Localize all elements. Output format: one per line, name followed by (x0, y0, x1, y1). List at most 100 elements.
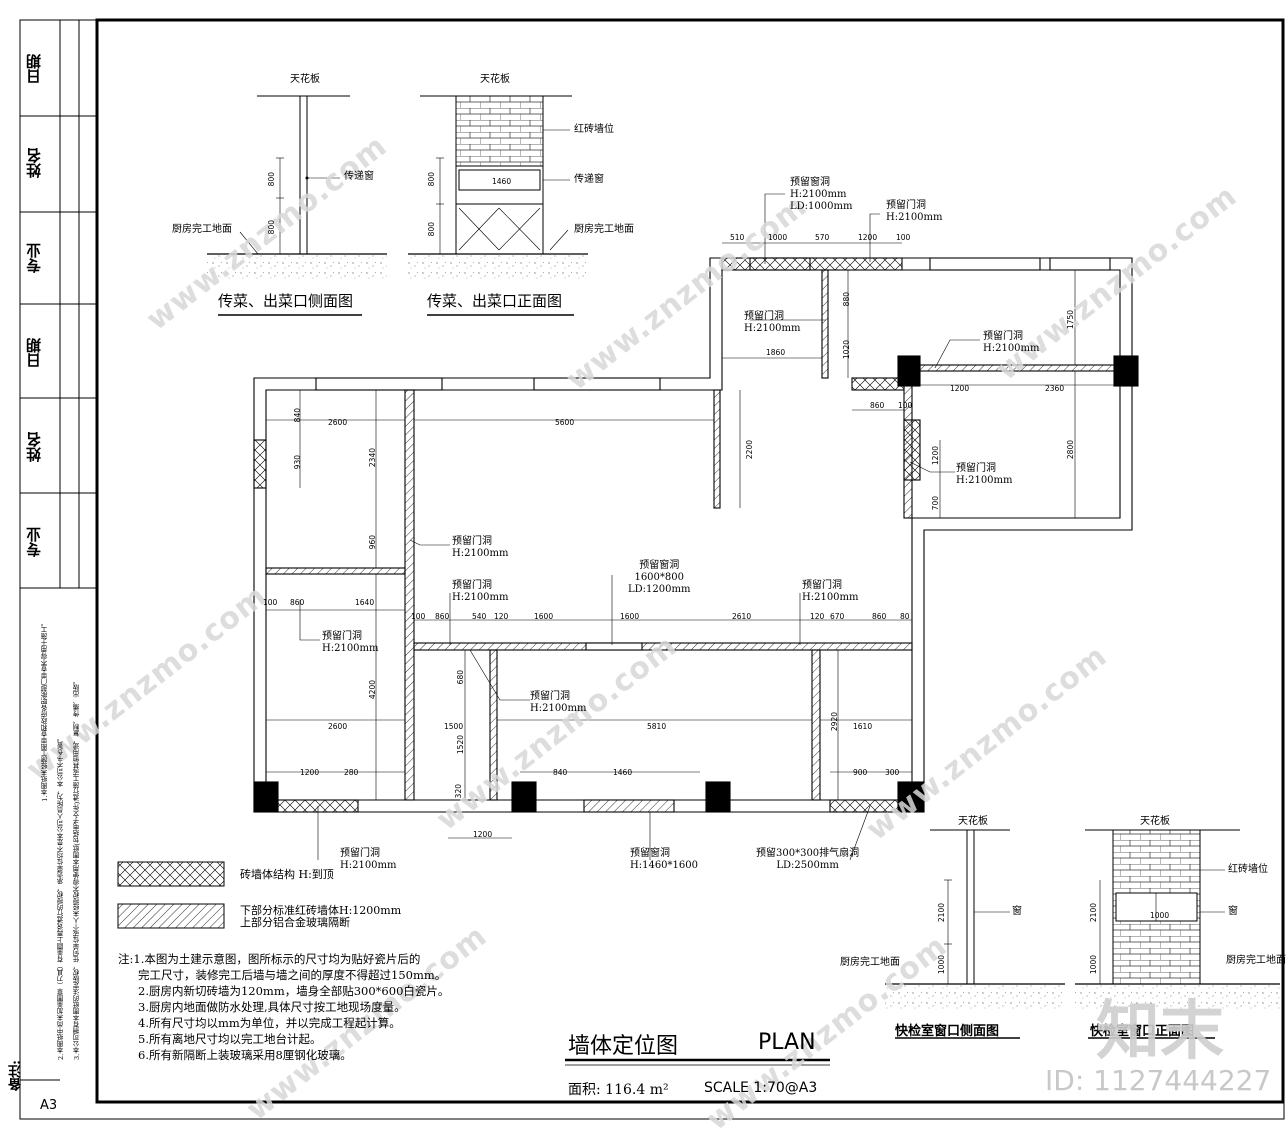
dimension-lines (266, 242, 1120, 839)
front-brick-label: 红砖墙位 (574, 124, 614, 135)
qc-front-floor-label: 厨房完工地面 (1226, 955, 1286, 966)
dimension-value: 2920 (830, 712, 839, 732)
floor-plan (253, 257, 1139, 813)
drawing-plan-label: PLAN (758, 1030, 816, 1055)
title-cell-major: 专业 (25, 243, 43, 273)
dimension-value: 1200 (858, 233, 878, 242)
qc-side-window-label: 窗 (1012, 906, 1022, 917)
qc-side-ceiling-label: 天花板 (958, 816, 988, 827)
dimension-value: 80 (900, 612, 910, 621)
dimension-value: 880 (842, 292, 851, 307)
qc-front-brick-label: 红砖墙位 (1228, 864, 1268, 875)
dimension-value: 320 (454, 784, 463, 799)
legend-brick-swatch (117, 861, 225, 887)
remarks-text: 2.本图纸中尚未加盖图章（刀具）有盖圆上再说进行的授权，承造单位均不是本公司人员… (57, 735, 65, 1060)
dimension-value: 120 (810, 612, 825, 621)
note-line: 完工尺寸，装修完工后墙与墙之间的厚度不得超过150mm。 (138, 968, 447, 982)
dimension-value: 2360 (1045, 384, 1065, 393)
dimension-value: 2800 (1066, 440, 1075, 460)
title-cell-name: 姓名 (25, 148, 43, 178)
dimension-value: 1610 (853, 722, 873, 731)
front-floor-label: 厨房完工地面 (574, 224, 634, 235)
side-dim: 800 (267, 172, 276, 187)
dimension-value: 1020 (842, 340, 851, 360)
watermark-id: ID: 1127444227 (1045, 1064, 1272, 1097)
dimension-value: 570 (815, 233, 830, 242)
remarks-text: 1.本图纸未经施工图审查和政府各职能部门审查不得用于施工。 (41, 620, 49, 802)
note-line: 注:1.本图为土建示意图，图所标示的尺寸均为贴好瓷片后的 (118, 952, 421, 966)
drawing-title: 墙体定位图 (568, 1034, 679, 1059)
front-dim: 800 (427, 222, 436, 237)
dimension-value: 930 (293, 455, 302, 470)
dimension-value: 2610 (732, 612, 752, 621)
note-line: 4.所有尺寸均以mm为单位，并以完成工程起计算。 (138, 1016, 401, 1030)
title-cell-date: 日期 (25, 54, 43, 84)
remarks-text: 3.本公司拥有本图纸的法定版权，任何单位或个人未经授权不得使用本图纸(包括电子文… (73, 678, 81, 1060)
dimension-value: 1460 (613, 768, 633, 777)
inner-frame (95, 18, 1285, 1104)
dimension-value: 1600 (620, 612, 640, 621)
qc-side-drawing (885, 829, 1065, 1039)
side-floor-label: 厨房完工地面 (172, 224, 232, 235)
dimension-value: 840 (293, 408, 302, 423)
front-dim: 800 (427, 172, 436, 187)
title-cell-date: 日期 (25, 338, 43, 368)
dimension-value: 1200 (950, 384, 970, 393)
dimension-value: 1500 (444, 722, 464, 731)
dimension-value: 100 (898, 401, 913, 410)
note-line: 3.厨房内地面做防水处理,具体尺寸按工地现场度量。 (138, 1000, 406, 1014)
dimension-value: 700 (931, 496, 940, 511)
dimension-value: 1600 (534, 612, 554, 621)
dimension-value: 120 (494, 612, 509, 621)
dimension-value: 840 (553, 768, 568, 777)
dimension-value: 1200 (300, 768, 320, 777)
dimension-value: 680 (456, 670, 465, 685)
area-label: 面积: 116.4 m² (568, 1082, 669, 1098)
dimension-value: 4200 (368, 680, 377, 700)
dimension-value: 100 (411, 612, 426, 621)
title-strip (20, 20, 97, 1081)
qc-front-dim: 1000 (1089, 955, 1098, 975)
qc-side-dim: 2100 (937, 903, 946, 923)
dimension-value: 540 (472, 612, 487, 621)
qc-side-title: 快检室窗口侧面图 (895, 1024, 1000, 1039)
dimension-value: 1200 (473, 830, 493, 839)
dimension-value: 1520 (456, 735, 465, 755)
dimension-value: 5600 (555, 418, 575, 427)
front-window-label: 传递窗 (574, 174, 604, 185)
qc-side-dim: 1000 (937, 955, 946, 975)
side-elevation-title: 传菜、出菜口侧面图 (218, 292, 354, 310)
side-ceiling-label: 天花板 (290, 74, 320, 85)
dimension-value: 960 (368, 535, 377, 550)
dimension-value: 860 (290, 598, 305, 607)
front-ceiling-label: 天花板 (480, 74, 510, 85)
paper-size: A3 (40, 1098, 58, 1113)
dimension-value: 300 (885, 768, 900, 777)
qc-front-dim: 1000 (1150, 911, 1170, 920)
dimension-value: 2200 (745, 440, 754, 460)
dimension-value: 860 (872, 612, 887, 621)
dimension-value: 5810 (647, 722, 667, 731)
dimension-value: 100 (896, 233, 911, 242)
dimension-value: 510 (730, 233, 745, 242)
watermark-logo: 知末 (1096, 995, 1224, 1069)
side-dim: 800 (267, 220, 276, 235)
leader-lines (299, 193, 980, 861)
dimension-value: 860 (435, 612, 450, 621)
qc-front-dim: 2100 (1089, 903, 1098, 923)
note-line: 5.所有离地尺寸均以完工地台计起。 (138, 1032, 322, 1046)
